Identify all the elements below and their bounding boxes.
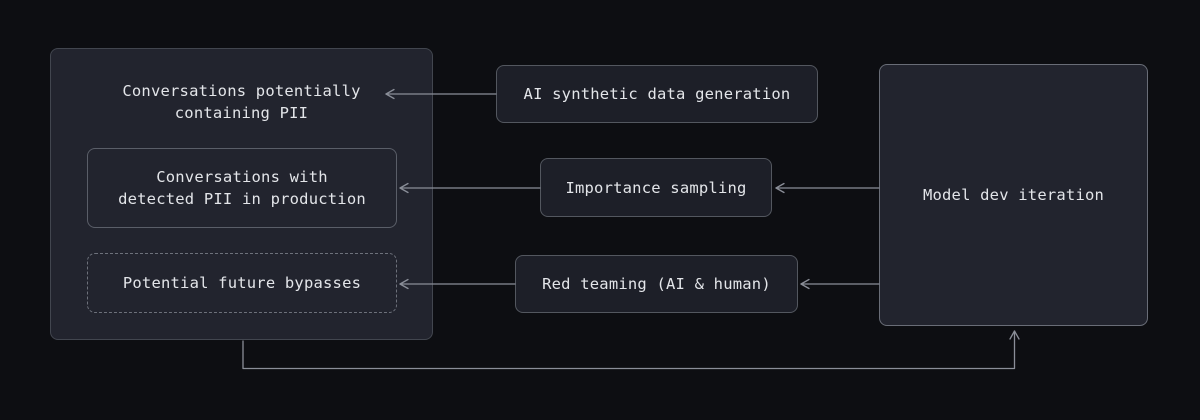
red-teaming-box: Red teaming (AI & human) bbox=[515, 255, 798, 313]
red-teaming-label: Red teaming (AI & human) bbox=[542, 275, 771, 293]
model-dev-iteration-box: Model dev iteration bbox=[879, 64, 1148, 326]
pii-data-group-panel: Conversations potentially containing PII… bbox=[50, 48, 433, 340]
detected-pii-box: Conversations with detected PII in produ… bbox=[87, 148, 397, 228]
future-bypasses-label: Potential future bypasses bbox=[122, 274, 362, 292]
synthetic-data-label: AI synthetic data generation bbox=[523, 85, 791, 103]
importance-sampling-box: Importance sampling bbox=[540, 158, 772, 217]
model-dev-iteration-label: Model dev iteration bbox=[922, 186, 1105, 204]
pii-pool-label: Conversations potentially containing PII bbox=[122, 82, 361, 122]
importance-sampling-label: Importance sampling bbox=[565, 178, 747, 197]
future-bypasses-box: Potential future bypasses bbox=[87, 253, 397, 313]
detected-pii-label: Conversations with detected PII in produ… bbox=[118, 168, 366, 208]
synthetic-data-box: AI synthetic data generation bbox=[496, 65, 818, 123]
